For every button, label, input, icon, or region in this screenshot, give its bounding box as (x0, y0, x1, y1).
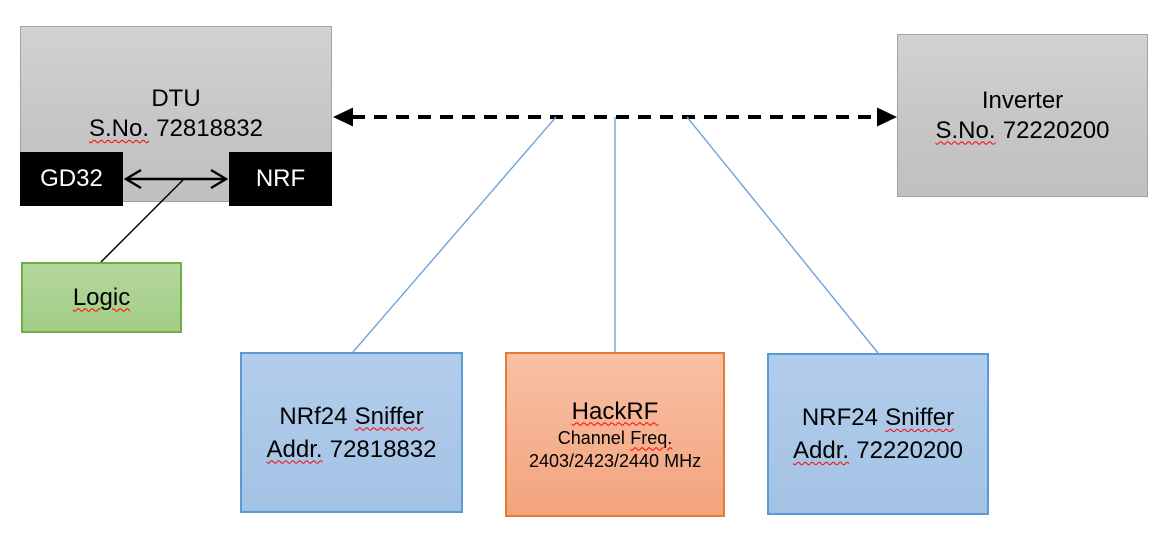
sniffer-right-name: Sniffer (885, 404, 955, 431)
inverter-title: Inverter (981, 86, 1064, 114)
sniffer-left-addr-label: Addr. (266, 435, 323, 463)
hackrf-frequencies: 2403/2423/2440 MHz (528, 450, 702, 471)
sniffer-right-addr: Addr.72220200 (793, 434, 963, 467)
dtu-title: DTU (151, 85, 201, 112)
arrowhead-left-icon (333, 107, 353, 127)
sniffer-right-box: NRF24 Sniffer Addr.72220200 (767, 353, 989, 515)
hackrf-channel-word: Channel (557, 427, 625, 448)
dtu-serial: S.No.72818832 (89, 114, 263, 144)
hackrf-title: HackRF (571, 397, 659, 425)
nrf-label: NRF (255, 165, 306, 192)
gd32-label: GD32 (40, 165, 103, 192)
sniffer-left-addr-number: 72818832 (329, 435, 437, 463)
hackrf-freq-word: Freq. (630, 427, 673, 448)
dtu-serial-label: S.No. (89, 115, 150, 142)
inverter-box: Inverter S.No.72220200 (897, 34, 1148, 197)
inverter-serial-label: S.No. (935, 116, 996, 144)
sniffer-left-addr: Addr.72818832 (266, 433, 436, 466)
sniffer-right-addr-number: 72220200 (856, 437, 963, 464)
tap-line-sniffer-left (352, 116, 557, 353)
sniffer-right-title: NRF24 Sniffer (802, 401, 954, 434)
sniffer-right-addr-label: Addr. (792, 437, 850, 464)
sniffer-right-brand: NRF24 (801, 404, 878, 431)
inverter-serial: S.No.72220200 (936, 116, 1110, 146)
sniffer-left-name: Sniffer (354, 402, 424, 430)
tap-line-sniffer-right (686, 116, 879, 354)
nrf-box: NRF (229, 152, 332, 206)
arrowhead-right-icon (877, 107, 897, 127)
sniffer-left-brand: NRf24 (279, 402, 348, 430)
logic-box: Logic (21, 262, 182, 333)
inverter-serial-number: 72220200 (1002, 116, 1110, 144)
dtu-serial-number: 72818832 (156, 115, 263, 142)
logic-label: Logic (72, 283, 131, 311)
gd32-box: GD32 (20, 152, 123, 206)
